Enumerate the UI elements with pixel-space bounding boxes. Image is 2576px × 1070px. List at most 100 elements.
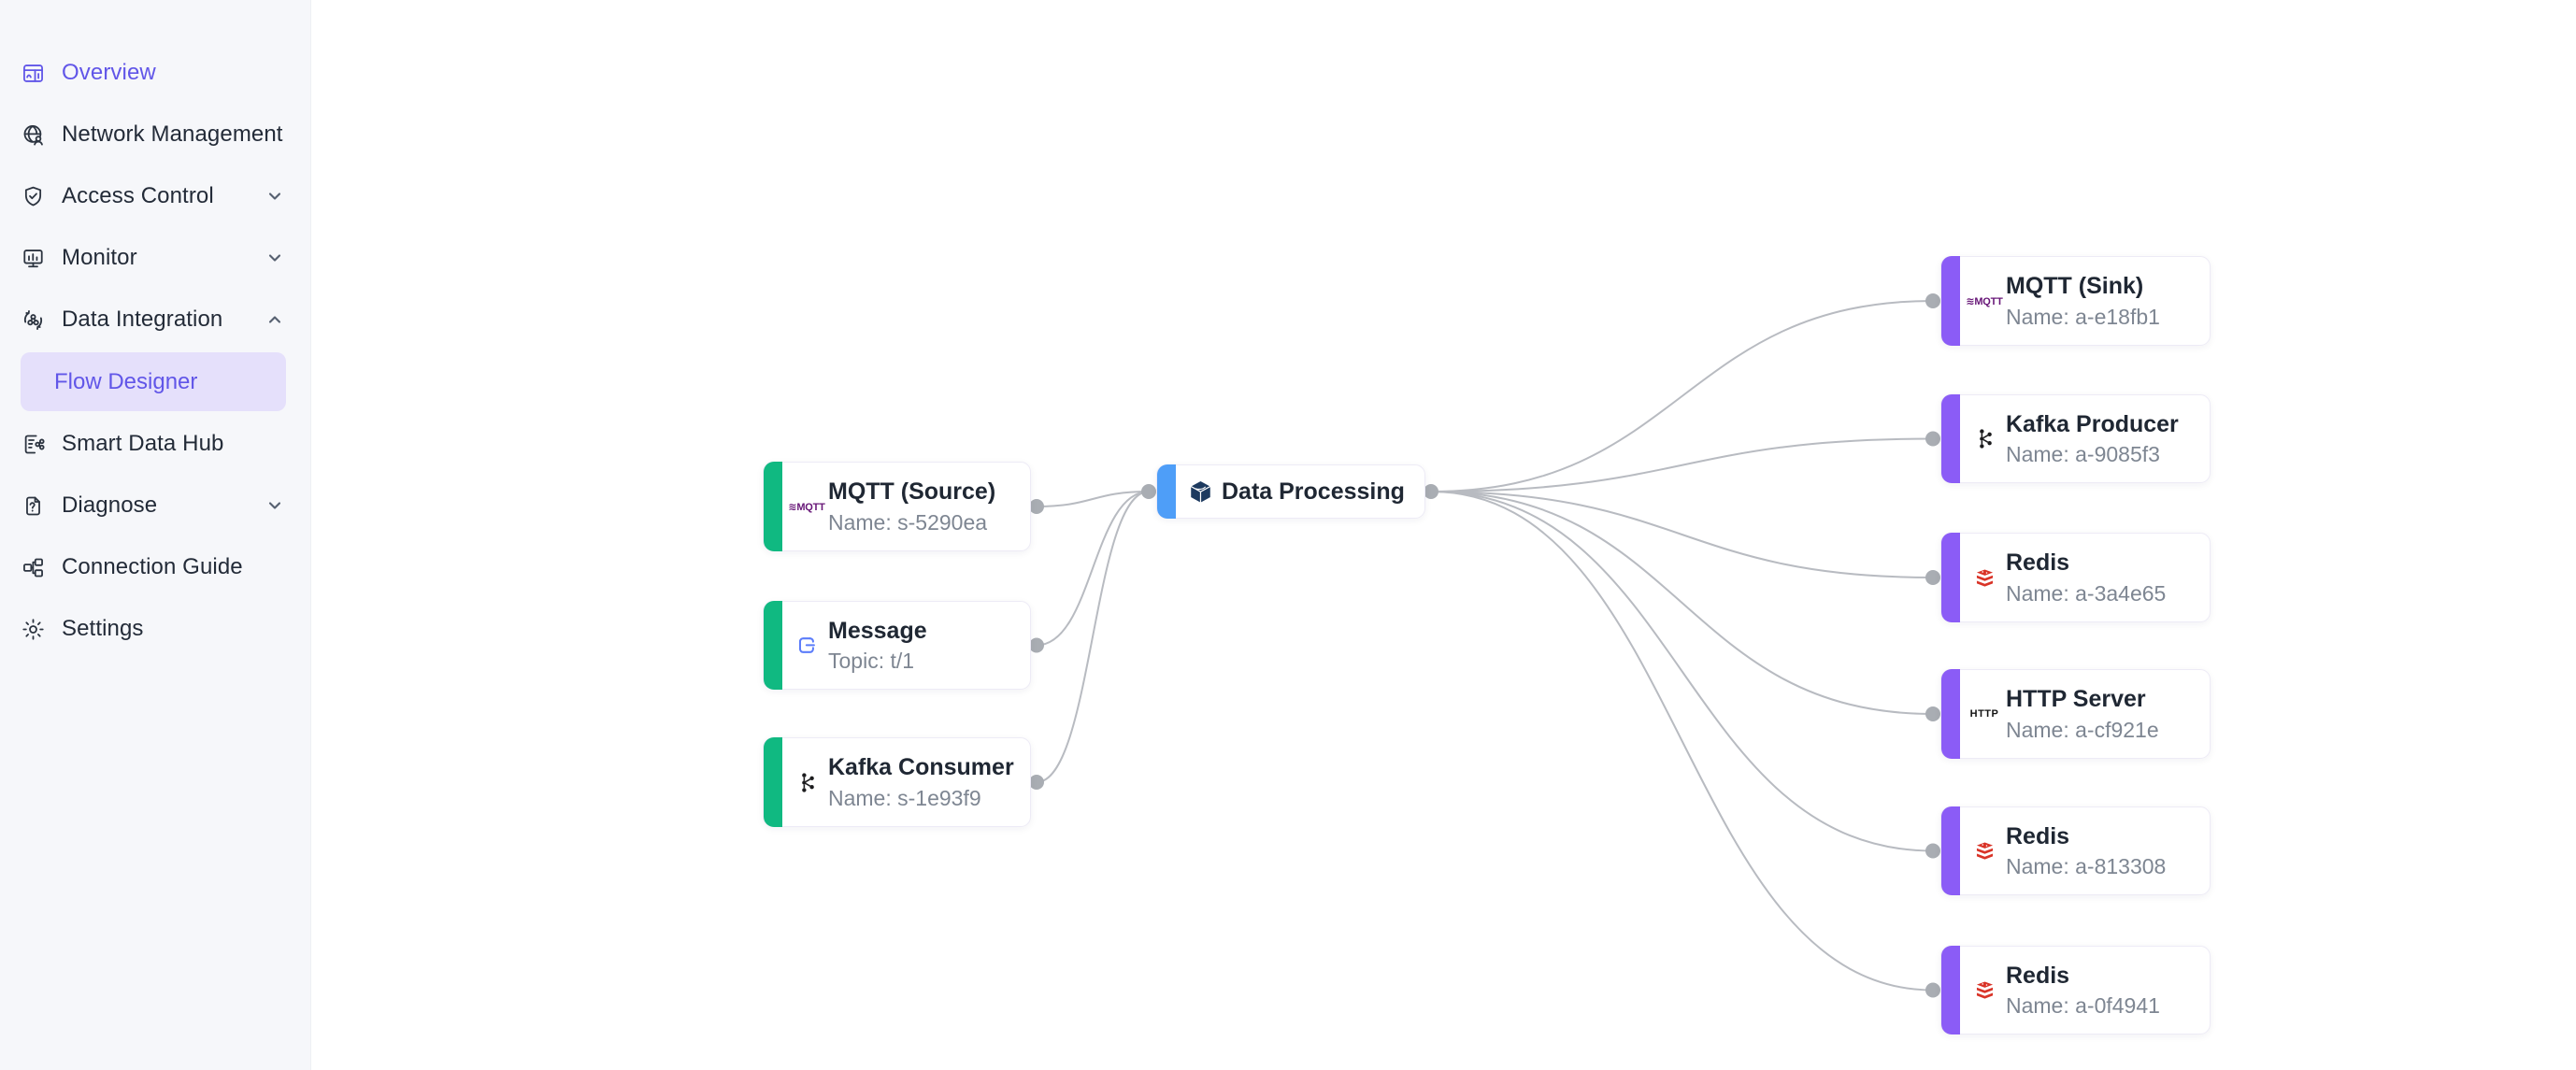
sidebar-item-label: Data Integration [62,307,223,332]
connection-icon [21,555,46,580]
flow-edge-data-processing-to-kafka-producer [1430,437,1934,492]
node-title: Kafka Producer [2006,410,2179,437]
node-port[interactable] [1925,570,1940,585]
flow-edge-mqtt-source-to-data-processing [1036,491,1150,507]
node-body: MQTT (Source)Name: s-5290ea [828,479,995,535]
node-subtitle: Name: a-9085f3 [2006,442,2160,467]
sidebar-item-label: Smart Data Hub [62,431,224,456]
redis-icon [1968,566,2001,590]
sidebar-item-connection-guide[interactable]: Connection Guide [0,536,310,598]
flow-edge-kafka-consumer-to-data-processing [1036,491,1150,783]
sink-accent-bar [1941,394,1960,483]
node-subtitle: Topic: t/1 [828,649,915,674]
overview-icon [21,61,46,86]
node-title: HTTP Server [2006,686,2146,713]
node-port[interactable] [1925,431,1940,447]
node-subtitle: Name: a-0f4941 [2006,993,2160,1019]
node-port[interactable] [1424,484,1438,499]
node-port[interactable] [1925,843,1940,859]
flow-node-data-processing[interactable]: Data Processing [1156,464,1425,519]
sidebar-item-data-integration[interactable]: Data Integration [0,289,310,350]
flow-edge-data-processing-to-redis-1 [1430,491,1934,578]
node-subtitle: Name: s-5290ea [828,509,988,535]
node-title: Redis [2006,962,2070,989]
shield-icon [21,184,46,209]
integration-icon [21,307,46,333]
flow-edge-message-to-data-processing [1036,491,1150,647]
flow-edge-data-processing-to-redis-3 [1430,491,1934,992]
source-accent-bar [764,601,782,690]
node-title: Message [828,617,927,644]
monitor-icon [21,246,46,271]
node-title: MQTT (Sink) [2006,273,2144,300]
sink-accent-bar [1941,669,1960,759]
chevron-down-icon[interactable] [265,187,284,206]
node-subtitle: Name: a-3a4e65 [2006,580,2167,606]
sidebar-item-smart-data-hub[interactable]: Smart Data Hub [0,413,310,475]
sidebar-item-access-control[interactable]: Access Control [0,165,310,227]
sidebar-item-label: Settings [62,616,144,641]
sink-accent-bar [1941,533,1960,622]
node-port[interactable] [1029,499,1044,514]
node-body: MQTT (Sink) Name: a-e18fb1 [2006,273,2160,329]
chevron-down-icon[interactable] [265,249,284,267]
sink-accent-bar [1941,256,1960,346]
node-port[interactable] [1925,982,1940,998]
source-accent-bar [764,737,782,827]
sidebar-item-label: Connection Guide [62,554,243,579]
node-port[interactable] [1141,484,1156,499]
flow-edge-data-processing-to-redis-2 [1430,491,1934,852]
sidebar-item-label: Access Control [62,183,214,208]
sidebar-item-network-management[interactable]: Network Management [0,104,310,165]
http-icon: HTTP [1969,708,1999,720]
mqtt-logo-icon: ≋MQTT [788,501,825,513]
chevron-up-icon[interactable] [265,310,284,329]
sidebar-item-label: Network Management [62,121,283,147]
node-port[interactable] [1029,637,1044,653]
document-icon [790,633,823,658]
processor-accent-bar [1157,464,1176,519]
node-title: Kafka Consumer [828,754,1014,781]
node-subtitle: Name: s-1e93f9 [828,785,981,810]
source-accent-bar [764,462,782,551]
sidebar-item-diagnose[interactable]: Diagnose [0,475,310,536]
cube-icon [1183,478,1217,506]
kafka-icon [1968,427,2001,450]
node-port[interactable] [1925,706,1940,721]
mqtt-logo-icon: ≋MQTT [1966,295,2003,307]
node-body: Data Processing [1222,479,1405,505]
sidebar-item-settings[interactable]: Settings [0,598,310,660]
sidebar-item-flow-designer[interactable]: Flow Designer [21,352,286,411]
flow-edge-data-processing-to-mqtt-sink [1430,300,1934,492]
hub-icon [21,432,46,457]
node-port[interactable] [1029,775,1044,790]
edge-layer [1029,293,1940,998]
sidebar-item-overview[interactable]: Overview [0,42,310,104]
gear-icon [21,617,46,642]
node-subtitle: Name: a-e18fb1 [2006,304,2160,329]
sidebar-item-label: Overview [62,60,156,85]
node-port[interactable] [1925,293,1940,308]
sink-accent-bar [1941,806,1960,895]
sink-accent-bar [1941,946,1960,1034]
diagnose-icon [21,493,46,519]
redis-icon [1968,839,2001,863]
node-title: Redis [2006,549,2070,577]
sidebar-item-monitor[interactable]: Monitor [0,227,310,289]
chevron-down-icon[interactable] [265,496,284,515]
